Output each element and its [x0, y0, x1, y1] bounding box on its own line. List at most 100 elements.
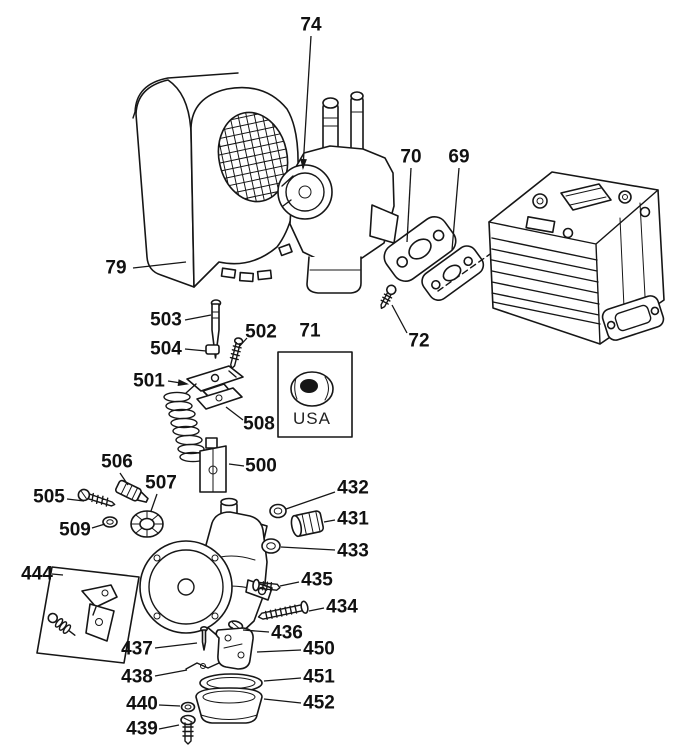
- part-506-inlet-fitting: [114, 479, 149, 503]
- part-label-506: 506: [101, 452, 133, 473]
- part-504-needle-seat: [205, 344, 220, 355]
- part-label-440: 440: [126, 694, 158, 715]
- part-label-79: 79: [105, 258, 126, 279]
- part-70-intake-flange: [383, 216, 457, 282]
- part-502-screw: [229, 337, 244, 369]
- part-label-74: 74: [300, 15, 322, 36]
- air-filter-mesh: [210, 107, 295, 209]
- leader-line-502: [237, 337, 248, 349]
- diaphragm-cover: [139, 540, 233, 634]
- leader-line-439: [158, 724, 180, 730]
- leader-line-506: [119, 472, 129, 486]
- part-500-slide: [199, 437, 227, 493]
- part-444-lever-kit-box: [36, 566, 140, 664]
- part-label-503: 503: [150, 310, 182, 331]
- part-437-needle-pin: [200, 625, 209, 651]
- part-label-69: 69: [448, 147, 469, 168]
- part-440-washer: [180, 701, 196, 713]
- part-label-70: 70: [400, 147, 421, 168]
- part-label-437: 437: [121, 639, 153, 660]
- part-label-502: 502: [245, 322, 277, 343]
- part-label-452: 452: [303, 693, 335, 714]
- part-label-451: 451: [303, 667, 335, 688]
- part-cylinder-block: [488, 171, 665, 345]
- part-438-clip: [185, 662, 220, 670]
- leader-arrow-501: [177, 379, 189, 386]
- part-71-grommet: [290, 371, 334, 407]
- leader-line-507: [150, 493, 158, 512]
- leader-line-70: [406, 167, 412, 243]
- lever-plates: [81, 584, 118, 642]
- leader-line-79: [132, 261, 187, 269]
- exhaust-port: [601, 295, 665, 341]
- part-label-434: 434: [326, 597, 358, 618]
- leader-line-434: [308, 607, 325, 612]
- part-label-438: 438: [121, 667, 153, 688]
- leader-line-69: [451, 167, 460, 251]
- part-431-bushing: [290, 510, 325, 538]
- leader-line-431: [323, 519, 336, 523]
- part-label-500: 500: [245, 456, 277, 477]
- leader-line-435: [279, 581, 300, 587]
- leader-line-503: [184, 314, 212, 321]
- part-label-439: 439: [126, 719, 158, 740]
- part-509-washer: [102, 516, 118, 528]
- leader-line-500: [228, 463, 245, 467]
- usa-label: USA: [293, 409, 331, 428]
- leader-line-504: [184, 348, 207, 352]
- part-coil-spring: [163, 391, 207, 463]
- leader-line-505: [66, 498, 85, 502]
- leader-line-508: [225, 406, 244, 421]
- part-label-432: 432: [337, 478, 369, 499]
- leader-line-436: [242, 629, 270, 633]
- part-439-screw: [180, 714, 196, 745]
- leader-line-452: [263, 698, 302, 704]
- part-505-screw: [77, 488, 116, 507]
- leader-line-509: [91, 523, 106, 529]
- usa-option-box: USA: [277, 351, 353, 438]
- cooling-fins: [491, 237, 601, 325]
- cylinder-nameplate: [525, 216, 556, 234]
- part-74-carburetor: [277, 91, 399, 294]
- part-label-435: 435: [301, 570, 333, 591]
- part-label-433: 433: [337, 541, 369, 562]
- part-72-flange-screw: [380, 284, 397, 310]
- part-label-501: 501: [133, 371, 165, 392]
- part-503-needle: [210, 299, 222, 359]
- part-450-pump-plate: [215, 627, 254, 670]
- gasket-to-cylinder-dashed-line: [437, 246, 501, 292]
- part-label-504: 504: [150, 339, 182, 360]
- part-452-bowl-cover: [195, 687, 263, 724]
- part-433-washer: [261, 538, 281, 554]
- leader-line-433: [280, 546, 336, 551]
- part-label-509: 509: [59, 520, 91, 541]
- part-label-436: 436: [271, 623, 303, 644]
- part-label-505: 505: [33, 487, 65, 508]
- part-label-71: 71: [299, 321, 321, 342]
- leader-line-450: [256, 649, 302, 653]
- leader-line-74: [302, 35, 312, 169]
- spring-screw: [47, 612, 76, 636]
- leader-line-432: [285, 491, 336, 510]
- part-507-splined-cup: [130, 510, 164, 538]
- part-label-72: 72: [408, 331, 429, 352]
- callout-layer: 74 79 70 69 72 71 503 502 504 501 508 500 506 505 507 5…: [21, 15, 469, 740]
- part-432-washer: [269, 503, 287, 519]
- part-435-screw: [252, 578, 281, 592]
- part-79-air-filter-housing: [132, 72, 299, 288]
- leader-arrow-74: [300, 158, 307, 170]
- leader-line-438: [154, 669, 188, 677]
- part-label-507: 507: [145, 473, 177, 494]
- leader-line-440: [158, 704, 181, 707]
- part-434-screw: [257, 600, 309, 620]
- part-label-431: 431: [337, 509, 369, 530]
- part-label-508: 508: [243, 414, 275, 435]
- leader-line-444: [51, 573, 64, 576]
- part-508-gasket-plate: [196, 387, 243, 410]
- leader-line-72: [391, 304, 408, 334]
- part-label-450: 450: [303, 639, 335, 660]
- leader-line-437: [154, 642, 198, 649]
- part-label-444: 444: [21, 564, 53, 585]
